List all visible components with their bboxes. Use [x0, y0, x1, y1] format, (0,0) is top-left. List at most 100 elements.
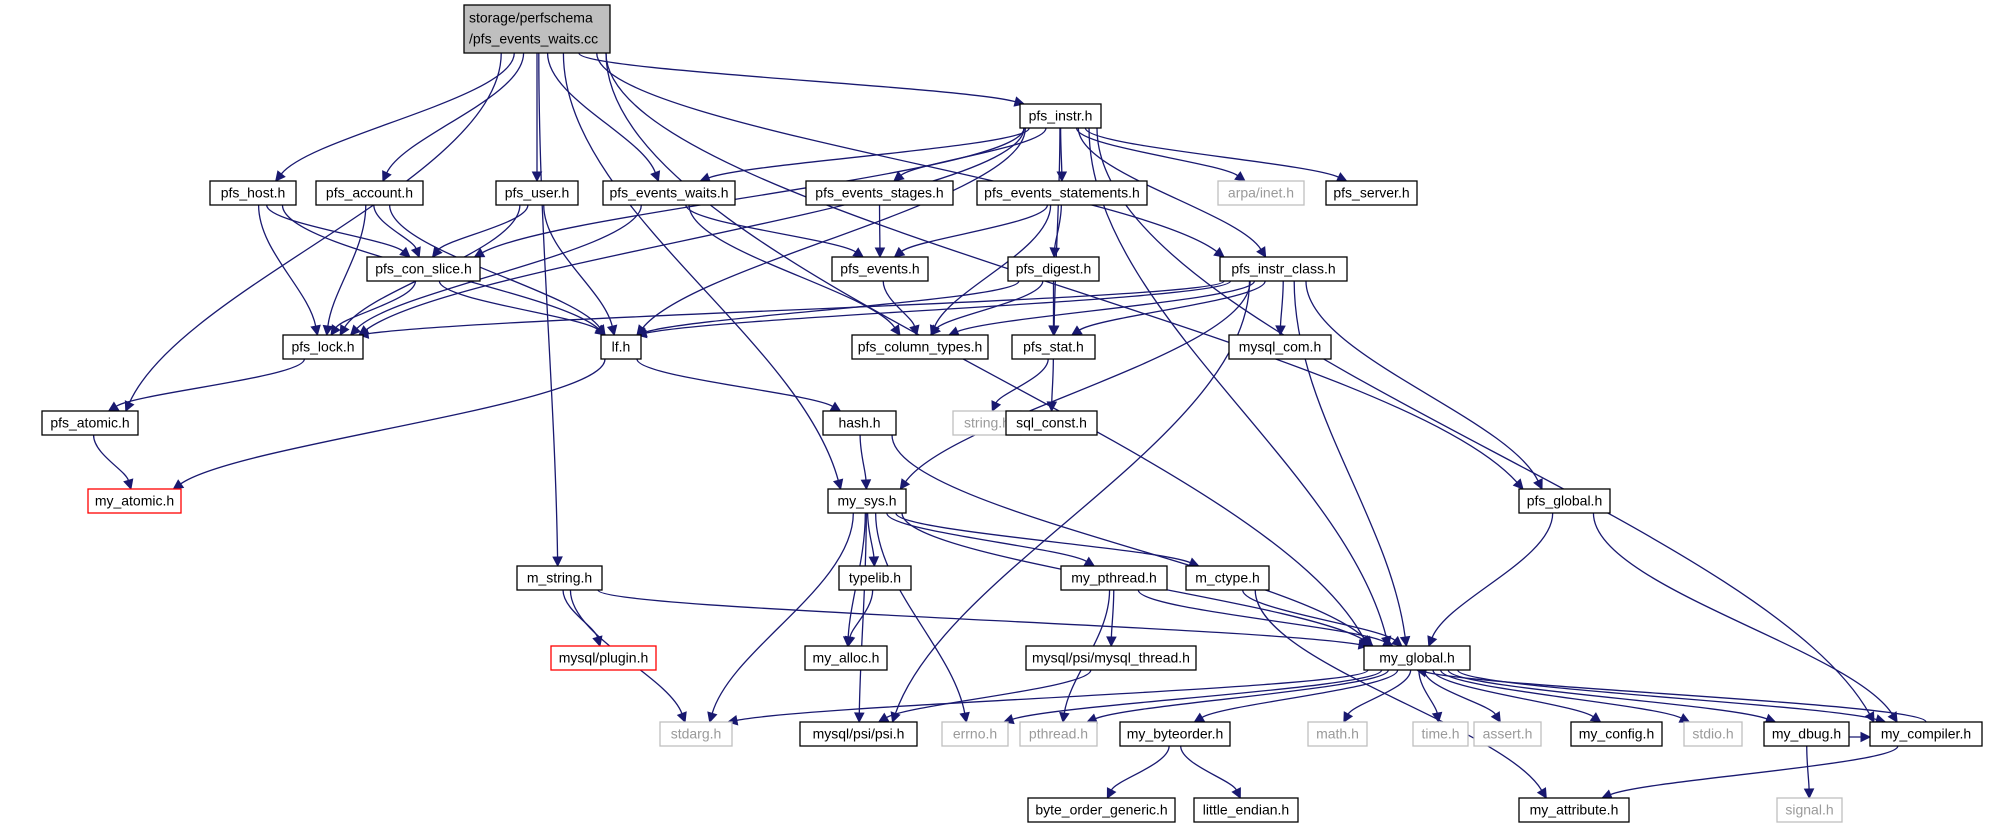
- node-lf-h[interactable]: lf.h: [600, 334, 642, 360]
- node-time-h[interactable]: time.h: [1412, 721, 1469, 747]
- arrowhead-my_byteorder_h-to-byte_order_generic_h: [1106, 787, 1117, 799]
- arrowhead-my_sys_h-to-errno_h: [959, 711, 970, 724]
- node-label: mysql_com.h: [1239, 339, 1321, 355]
- node-box: [602, 180, 736, 206]
- node-pfs-digest-h[interactable]: pfs_digest.h: [1007, 256, 1100, 282]
- arrowhead-root-to-pfs_user_h: [531, 171, 543, 183]
- node-pfs-atomic-h[interactable]: pfs_atomic.h: [41, 410, 139, 436]
- node-label: string.h: [964, 415, 1010, 431]
- node-label: my_byteorder.h: [1127, 726, 1224, 742]
- node-sql-const-h[interactable]: sql_const.h: [1005, 410, 1098, 436]
- edge-pfs_events_statements_h-to-pfs_events_h: [901, 204, 1049, 252]
- node-pfs-host-h[interactable]: pfs_host.h: [209, 180, 297, 206]
- node-my-byteorder-h[interactable]: my_byteorder.h: [1119, 721, 1231, 747]
- node-box: [1007, 256, 1100, 282]
- arrowhead-pfs_host_h-to-pfs_con_slice_h: [399, 246, 411, 258]
- edge-pfs_events_waits_h-to-pfs_lock_h: [356, 204, 642, 329]
- arrowhead-my_byteorder_h-to-little_endian_h: [1231, 787, 1241, 800]
- node-m-string-h[interactable]: m_string.h: [516, 565, 603, 591]
- arrowhead-pfs_stat_h-to-sql_const_h: [1046, 401, 1058, 413]
- edge-my_global_h-to-my_compiler_h: [1457, 669, 1877, 721]
- node-pthread-h[interactable]: pthread.h: [1019, 721, 1098, 747]
- node-assert-h[interactable]: assert.h: [1473, 721, 1542, 747]
- node-box: [851, 334, 989, 360]
- arrowhead-pfs_instr_h-to-pfs_instr_class_h: [1256, 246, 1267, 258]
- node-my-alloc-h[interactable]: my_alloc.h: [804, 645, 888, 671]
- node-hash-h[interactable]: hash.h: [822, 410, 897, 436]
- node-pfs-user-h[interactable]: pfs_user.h: [495, 180, 579, 206]
- arrowhead-my_pthread_h-to-mysql_thread_h: [1106, 636, 1117, 648]
- node-pfs-events-waits-h[interactable]: pfs_events_waits.h: [602, 180, 736, 206]
- node-math-h[interactable]: math.h: [1307, 721, 1368, 747]
- node-mysql-com-h[interactable]: mysql_com.h: [1228, 334, 1332, 360]
- node-my-pthread-h[interactable]: my_pthread.h: [1060, 565, 1168, 591]
- node-my-atomic-h[interactable]: my_atomic.h: [87, 488, 182, 514]
- edge-my_global_h-to-stdarg_h: [736, 669, 1369, 721]
- arrowhead-pfs_instr_h-to-pfs_events_stages_h: [893, 170, 905, 182]
- node-label: m_string.h: [527, 570, 592, 586]
- edge-my_global_h-to-errno_h: [1012, 669, 1383, 720]
- node-m-ctype-h[interactable]: m_ctype.h: [1185, 565, 1270, 591]
- node-pfs-instr-class-h[interactable]: pfs_instr_class.h: [1219, 256, 1348, 282]
- node-label: m_ctype.h: [1195, 570, 1260, 586]
- node-signal-h[interactable]: signal.h: [1776, 797, 1843, 823]
- node-errno-h[interactable]: errno.h: [941, 721, 1009, 747]
- node-box: [1473, 721, 1542, 747]
- node-arpa-inet-h[interactable]: arpa/inet.h: [1217, 180, 1305, 206]
- node-pfs-instr-h[interactable]: pfs_instr.h: [1019, 103, 1102, 129]
- node-pfs-con-slice-h[interactable]: pfs_con_slice.h: [366, 256, 481, 282]
- node-box: [315, 180, 424, 206]
- node-little-endian-h[interactable]: little_endian.h: [1193, 797, 1299, 823]
- arrowhead-pfs_instr_h-to-my_compiler_h: [1864, 711, 1875, 723]
- node-label: my_attribute.h: [1530, 802, 1619, 818]
- arrowhead-pfs_instr_class_h-to-pfs_stat_h: [1070, 325, 1083, 336]
- node-box: [87, 488, 182, 514]
- node-my-sys-h[interactable]: my_sys.h: [827, 488, 907, 514]
- edge-pfs_digest_h-to-lf_h: [645, 280, 1020, 333]
- node-my-dbug-h[interactable]: my_dbug.h: [1763, 721, 1850, 747]
- node-pfs-events-statements-h[interactable]: pfs_events_statements.h: [976, 180, 1148, 206]
- node-box: [831, 256, 929, 282]
- arrowhead-my_global_h-to-my_config_h: [1589, 712, 1602, 723]
- arrowhead-pfs_host_h-to-pfs_lock_h: [310, 324, 321, 337]
- node-my-global-h[interactable]: my_global.h: [1363, 645, 1471, 671]
- edge-my_global_h-to-my_config_h: [1432, 669, 1594, 718]
- node-pfs-lock-h[interactable]: pfs_lock.h: [282, 334, 364, 360]
- node-pfs-stat-h[interactable]: pfs_stat.h: [1011, 334, 1096, 360]
- node-box: [495, 180, 579, 206]
- node-stdarg-h[interactable]: stdarg.h: [659, 721, 733, 747]
- node-pfs-global-h[interactable]: pfs_global.h: [1518, 488, 1611, 514]
- node-label-line1: storage/perfschema: [469, 10, 593, 26]
- node-psi-h[interactable]: mysql/psi/psi.h: [799, 721, 918, 747]
- node-box: [1412, 721, 1469, 747]
- node-my-compiler-h[interactable]: my_compiler.h: [1869, 721, 1983, 747]
- node-pfs-server-h[interactable]: pfs_server.h: [1325, 180, 1418, 206]
- edge-pfs_host_h-to-pfs_lock_h: [257, 204, 317, 327]
- node-my-attribute-h[interactable]: my_attribute.h: [1518, 797, 1630, 823]
- arrowhead-root-to-pfs_instr_class_h: [1213, 247, 1225, 258]
- node-box: [799, 721, 918, 747]
- edge-pfs_digest_h-to-pfs_column_types_h: [936, 280, 1044, 329]
- node-pfs-events-h[interactable]: pfs_events.h: [831, 256, 929, 282]
- node-typelib-h[interactable]: typelib.h: [838, 565, 912, 591]
- edge-my_pthread_h-to-mysql_thread_h: [1110, 589, 1115, 638]
- node-label: my_dbug.h: [1772, 726, 1841, 742]
- arrowhead-my_sys_h-to-stdarg_h: [707, 711, 718, 724]
- node-stdio-h[interactable]: stdio.h: [1683, 721, 1743, 747]
- arrowhead-typelib_h-to-my_alloc_h: [844, 635, 856, 648]
- node-mysql-plugin-h[interactable]: mysql/plugin.h: [550, 645, 657, 671]
- arrowhead-pfs_stat_h-to-string_h: [991, 400, 1002, 413]
- node-pfs-column-types-h[interactable]: pfs_column_types.h: [851, 334, 989, 360]
- node-pfs-events-stages-h[interactable]: pfs_events_stages.h: [805, 180, 954, 206]
- node-pfs-account-h[interactable]: pfs_account.h: [315, 180, 424, 206]
- node-label: mysql/psi/mysql_thread.h: [1032, 650, 1190, 666]
- edge-my_sys_h-to-stdarg_h: [711, 512, 854, 714]
- node-byte-order-generic-h[interactable]: byte_order_generic.h: [1027, 797, 1176, 823]
- edge-m_ctype_h-to-my_global_h: [1242, 589, 1396, 641]
- node-box: [1011, 334, 1096, 360]
- arrowhead-root-to-pfs_atomic_h: [124, 400, 135, 413]
- arrowhead-pfs_user_h-to-lf_h: [606, 324, 618, 337]
- node-root[interactable]: storage/perfschema/pfs_events_waits.cc: [463, 4, 611, 54]
- node-mysql-thread-h[interactable]: mysql/psi/mysql_thread.h: [1025, 645, 1197, 671]
- node-my-config-h[interactable]: my_config.h: [1570, 721, 1663, 747]
